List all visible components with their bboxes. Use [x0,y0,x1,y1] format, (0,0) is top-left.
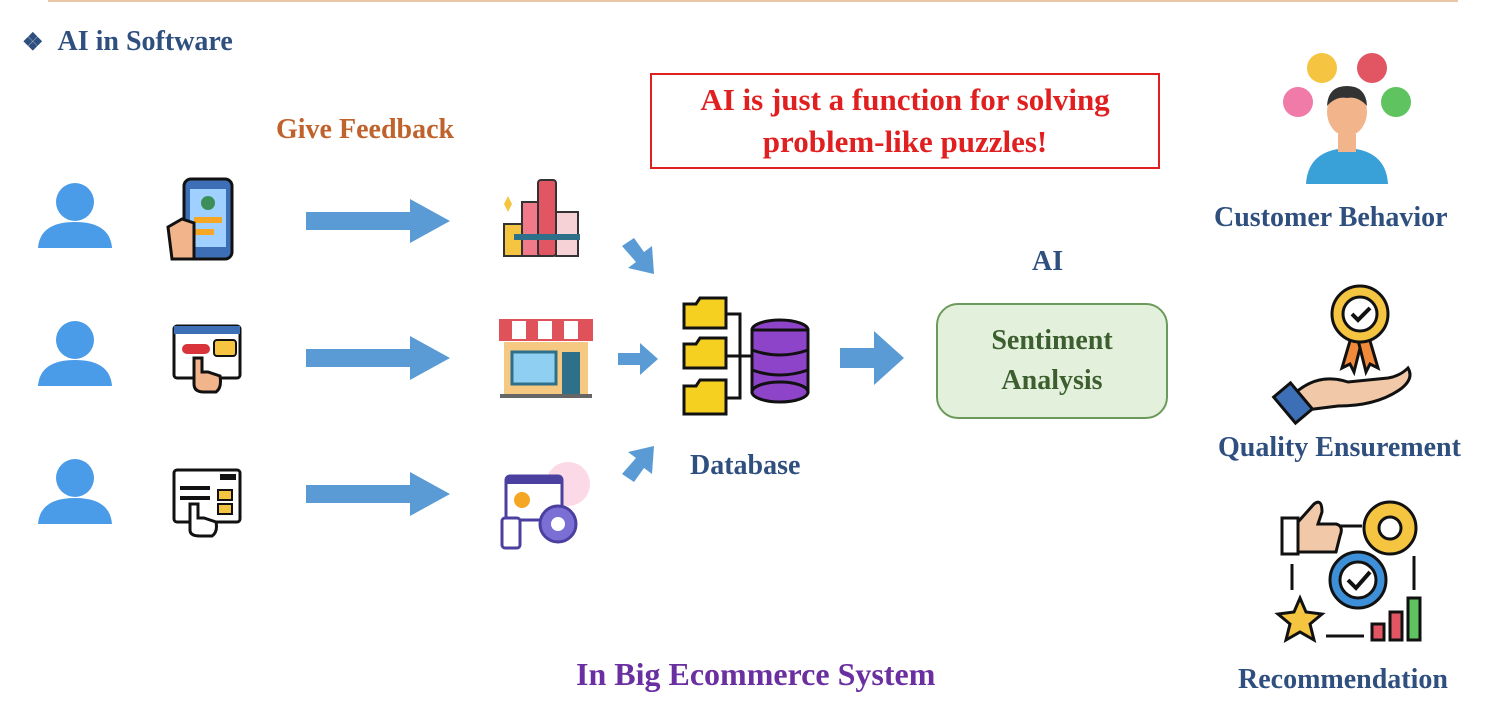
store-icon [499,319,593,398]
arrow-up-right [622,446,654,482]
arrow-right-small [618,343,658,375]
callout-box: AI is just a function for solving proble… [650,73,1160,169]
arrow-right-1 [306,199,450,243]
recommendation-icon [1274,500,1422,644]
ai-label: AI [1032,246,1064,277]
sentiment-line-2: Analysis [1001,365,1103,396]
customer-behavior-icon [1283,53,1411,184]
web-chat-icon [172,324,242,394]
arrow-right-3 [306,472,450,516]
callout-line-1: AI is just a function for solving [700,82,1110,117]
customer-behavior-label: Customer Behavior [1214,202,1448,233]
sentiment-line-1: Sentiment [991,325,1113,356]
recommendation-label: Recommendation [1238,664,1448,695]
user-icon [38,321,112,386]
arrow-right-2 [306,336,450,380]
quality-award-icon [1271,284,1412,426]
top-divider [48,0,1458,2]
quality-ensurement-label: Quality Ensurement [1218,432,1461,463]
heading-title: AI in Software [57,26,233,57]
products-icon [503,179,580,257]
sentiment-analysis-box: Sentiment Analysis [936,303,1168,419]
section-heading: ❖ AI in Software [22,26,233,58]
database-icon [682,296,810,416]
arrow-down-right [622,238,654,274]
arrow-to-ai [840,331,904,385]
web-form-icon [172,468,242,538]
user-icon [38,459,112,524]
mobile-app-icon [166,177,234,261]
callout-line-2: problem-like puzzles! [762,124,1048,159]
app-settings-icon [500,462,590,550]
user-icon [38,183,112,248]
diamond-bullet-icon: ❖ [22,29,44,56]
footer-caption: In Big Ecommerce System [576,656,936,692]
give-feedback-label: Give Feedback [276,114,455,145]
database-label: Database [690,450,801,481]
